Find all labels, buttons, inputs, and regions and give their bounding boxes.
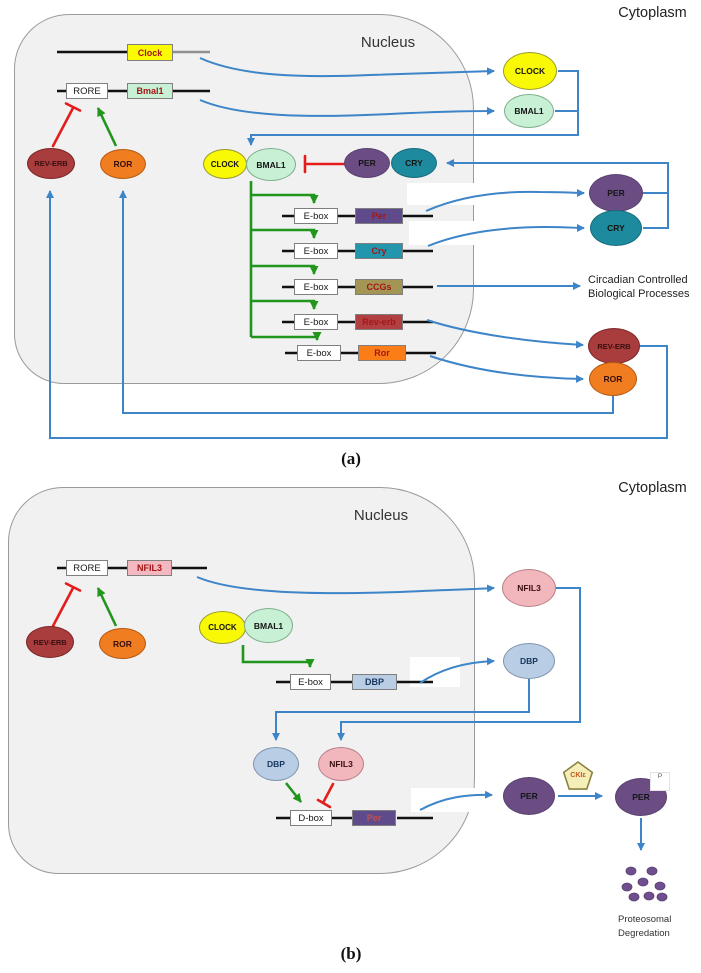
cytoplasm-label-a: Cytoplasm — [618, 4, 687, 21]
ckie-kinase-label: CKIε — [570, 771, 586, 779]
bmal1-gene-box: Bmal1 — [127, 83, 173, 99]
ckie-pentagon-icon — [562, 761, 594, 790]
clock-protein-cytoplasm: CLOCK — [503, 52, 557, 90]
clock-protein-nucleus-b: CLOCK — [199, 611, 246, 644]
reverb-protein-cytoplasm: REV-ERB — [588, 328, 640, 364]
ebox-element-b: E-box — [290, 674, 331, 690]
perb-mrna-export-arrow — [419, 790, 493, 811]
ebox-element: E-box — [297, 345, 341, 361]
nfil3-inhibits-dbox-tbar — [316, 798, 332, 809]
bmal1-protein-nucleus-a: BMAL1 — [246, 148, 296, 181]
ccbp-annotation: Circadian Controlled Biological Processe… — [588, 274, 701, 302]
white-patch — [409, 221, 521, 245]
reverb-protein-nucleus-a: REV-ERB — [27, 148, 75, 179]
ebox-ror-activation-arrow — [251, 332, 322, 341]
reverb-protein-nucleus-b: REV-ERB — [26, 626, 74, 658]
ebox-reverb-activation-arrow — [251, 299, 319, 310]
bmal1-mrna-export-arrow — [199, 99, 495, 117]
reverb-inhibits-rore-tbar-b — [64, 582, 82, 592]
cry-protein-cytoplasm: CRY — [590, 210, 642, 246]
reverb-gene-box: Rev-erb — [355, 314, 403, 330]
dbp-protein-nucleus: DBP — [253, 747, 299, 781]
per-protein-cytoplasm-b: PER — [503, 777, 555, 815]
dbp-activates-dbox-arrow — [284, 782, 303, 803]
per-gene-box: Per — [355, 208, 403, 224]
ror-activates-rore-arrow-b — [96, 587, 118, 627]
per-protein-nucleus-a: PER — [344, 148, 390, 178]
nfil3-protein-cytoplasm: NFIL3 — [502, 569, 556, 607]
degradation-line2: Degredation — [618, 928, 670, 939]
bmal1-protein-cytoplasm: BMAL1 — [504, 94, 554, 128]
cry-mrna-export-arrow — [427, 223, 585, 247]
clock-mrna-export-arrow — [199, 57, 495, 78]
clock-gene-box: Clock — [127, 44, 173, 61]
degradation-dots-icon — [621, 866, 668, 902]
ror-mrna-export-arrow — [429, 355, 584, 383]
ror-gene-box: Ror — [358, 345, 406, 361]
ebox-dbp-activation-arrow — [241, 645, 315, 668]
reverb-inhibits-rore-tbar — [64, 102, 82, 112]
nucleus-label-a: Nucleus — [360, 34, 416, 51]
ebox-element: E-box — [294, 314, 338, 330]
ror-protein-cytoplasm: ROR — [589, 362, 637, 396]
degradation-line1: Proteosomal — [618, 913, 672, 925]
dbp-mrna-export-arrow — [419, 657, 495, 684]
ebox-element: E-box — [294, 279, 338, 295]
nucleus-label-b: Nucleus — [353, 507, 409, 524]
percry-bracket-stub — [643, 193, 669, 229]
clock-protein-nucleus-a: CLOCK — [203, 149, 247, 179]
per-protein-cytoplasm: PER — [589, 174, 643, 212]
clock-bmal1-import-arrow — [247, 70, 579, 146]
percry-import-arrow — [446, 159, 669, 194]
panel-a-label: (a) — [341, 449, 361, 468]
ror-import-arrow — [119, 190, 614, 414]
nfil3-inhibits-dbox-line — [322, 782, 335, 803]
cytoplasm-label-b: Cytoplasm — [618, 479, 687, 496]
ebox-ccgs-activation-arrow — [251, 264, 319, 275]
nfil3-import-arrow — [337, 587, 581, 741]
reverb-import-arrow — [46, 190, 668, 439]
phospho-tag: P — [650, 772, 670, 791]
reverb-mrna-export-arrow — [426, 319, 584, 349]
dbox-element: D-box — [290, 810, 332, 826]
dbp-protein-cytoplasm: DBP — [503, 643, 555, 679]
cry-gene-box: Cry — [355, 243, 403, 259]
per-gene-box-b: Per — [352, 810, 396, 826]
rore-element-a: RORE — [66, 83, 108, 99]
per-mrna-export-arrow — [425, 188, 585, 212]
rore-element-b: RORE — [66, 560, 108, 576]
ccbp-line1: Circadian Controlled — [588, 274, 688, 287]
ebox-per-activation-arrow — [251, 193, 319, 204]
ebox-element: E-box — [294, 243, 338, 259]
bmal1-protein-nucleus-b: BMAL1 — [244, 608, 293, 643]
ror-protein-nucleus-a: ROR — [100, 149, 146, 179]
ebox-element: E-box — [294, 208, 338, 224]
ccbp-line2: Biological Processes — [588, 288, 690, 300]
reverb-inhibits-rore-line-b — [51, 586, 75, 628]
degradation-annotation: Proteosomal Degredation — [618, 912, 684, 942]
nucleus-compartment-b — [8, 487, 475, 874]
nfil3-protein-nucleus: NFIL3 — [318, 747, 364, 781]
panel-b-label: (b) — [340, 944, 362, 963]
ror-protein-nucleus-b: ROR — [99, 628, 146, 659]
reverb-inhibits-rore-line — [51, 106, 75, 148]
dbp-import-arrow — [272, 679, 530, 741]
nfil3-gene-box: NFIL3 — [127, 560, 172, 576]
ebox-cry-activation-arrow — [251, 228, 319, 239]
nfil3-mrna-export-arrow — [196, 576, 495, 595]
dbp-gene-box: DBP — [352, 674, 397, 690]
ror-activates-rore-arrow — [96, 107, 118, 147]
white-patch — [407, 183, 519, 205]
cry-protein-nucleus-a: CRY — [391, 148, 437, 178]
ccgs-gene-box: CCGs — [355, 279, 403, 295]
